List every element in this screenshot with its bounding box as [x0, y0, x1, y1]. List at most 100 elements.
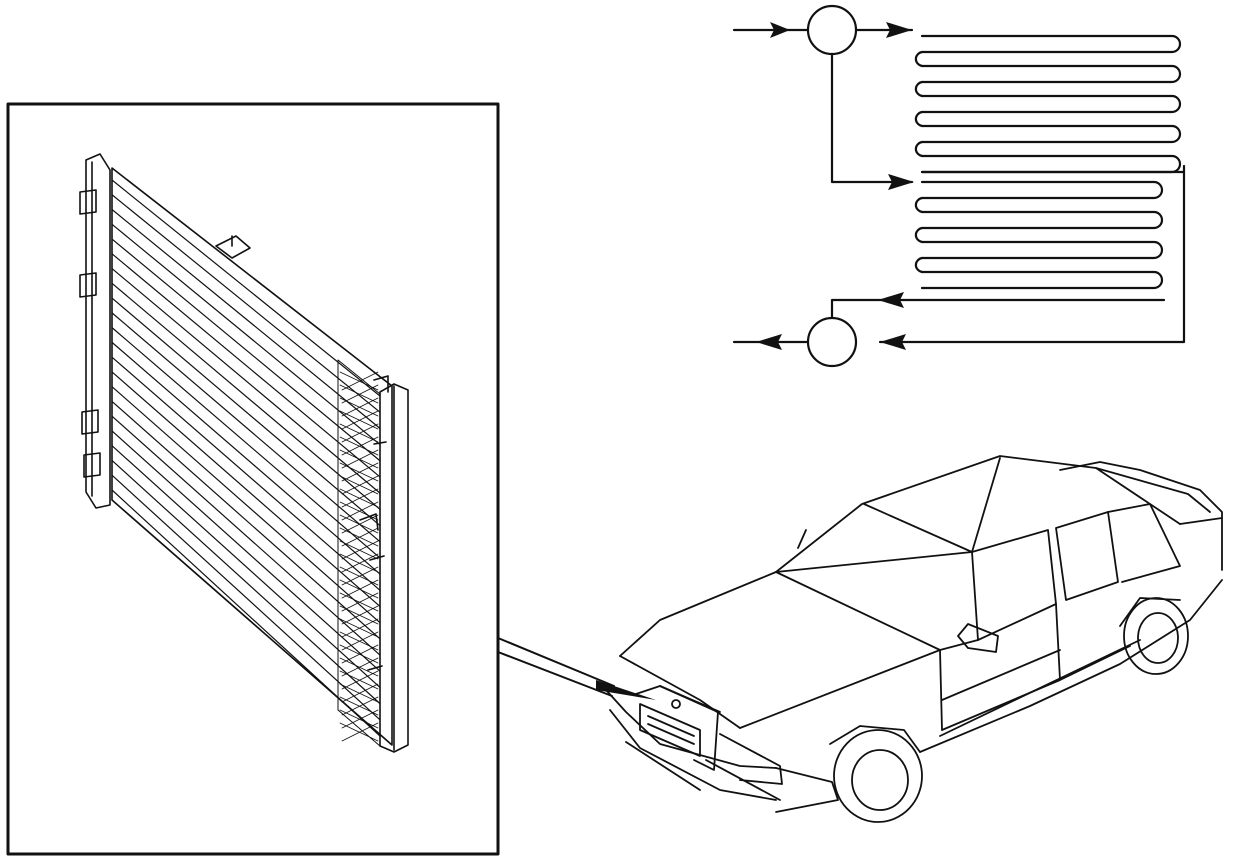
inset-frame	[6, 102, 500, 856]
condenser-fin	[341, 436, 379, 456]
condenser-tube	[111, 489, 381, 737]
condenser-tube	[111, 282, 381, 510]
condenser-fin	[339, 449, 379, 469]
condenser-tubes	[111, 179, 381, 737]
condenser-fin-mesh	[339, 371, 379, 742]
condenser-fin	[341, 566, 379, 586]
upper-pass-bank	[914, 34, 1186, 174]
condenser-tube	[111, 327, 381, 559]
condenser-tube	[111, 312, 381, 543]
flow-arrow-icon	[878, 292, 904, 308]
condenser-fin	[339, 657, 379, 677]
condenser-tube	[111, 267, 381, 494]
condenser-fin	[339, 592, 379, 612]
condenser-fin	[339, 540, 379, 560]
condenser-fin	[341, 696, 379, 716]
flow-pass	[920, 210, 1164, 230]
condenser-tube	[111, 430, 381, 672]
condenser-fin	[339, 709, 379, 729]
condenser-fin	[339, 644, 379, 664]
condenser-fin	[341, 644, 379, 664]
condenser-fin	[339, 553, 379, 573]
condenser-tube	[111, 238, 381, 462]
condenser-tube	[111, 474, 381, 721]
condenser-fin	[339, 566, 379, 586]
flow-pass-turn	[914, 110, 924, 128]
condenser-fin	[341, 657, 379, 677]
condenser-tube	[111, 371, 381, 608]
condenser-fin	[339, 631, 379, 651]
condenser-fin	[339, 384, 379, 404]
condenser-tube	[111, 400, 381, 640]
condenser-fin	[341, 527, 379, 547]
condenser-fin	[339, 436, 379, 456]
condenser-fin	[341, 397, 379, 417]
condenser-fin	[339, 696, 379, 716]
condenser-fin	[339, 579, 379, 599]
condenser-fin	[341, 462, 379, 482]
flow-arrow-icon	[756, 22, 914, 350]
flow-pass	[920, 124, 1182, 144]
condenser-fin	[341, 488, 379, 508]
callout-leader	[497, 637, 656, 700]
condenser-fin	[341, 670, 379, 690]
condenser-tube	[111, 415, 381, 656]
condenser-tube	[111, 179, 381, 397]
sedan-car-icon	[605, 455, 1223, 823]
condenser-fin	[341, 683, 379, 703]
flow-arrow-icon	[888, 174, 914, 190]
flow-pass	[920, 94, 1182, 114]
condenser-fin	[341, 618, 379, 638]
condenser-tube	[111, 223, 381, 446]
condenser-radiator-icon	[79, 153, 409, 753]
condenser-tube	[111, 208, 381, 429]
flow-pass	[920, 64, 1182, 84]
condenser-fin	[341, 384, 379, 404]
flow-pass	[920, 240, 1164, 260]
condenser-fin	[339, 371, 379, 391]
lower-pass-bank	[914, 180, 1164, 290]
flow-pass	[920, 180, 1164, 200]
condenser-fin	[339, 514, 379, 534]
refrigerant-flow-diagram	[732, 4, 1186, 368]
condenser-fin	[341, 579, 379, 599]
condenser-fin	[339, 683, 379, 703]
flow-pass	[920, 270, 1164, 290]
condenser-tube	[111, 459, 381, 705]
condenser-fin	[341, 410, 379, 430]
condenser-fin	[341, 449, 379, 469]
condenser-fin	[339, 670, 379, 690]
flow-pass-turn	[914, 256, 924, 274]
condenser-fin	[341, 605, 379, 625]
flow-arrow-icon	[770, 22, 790, 38]
flow-pass-turn	[914, 140, 924, 158]
flow-pass-turn	[914, 50, 924, 68]
return-line	[830, 298, 1166, 320]
condenser-tube	[111, 386, 381, 624]
condenser-fin	[339, 722, 379, 742]
condenser-fin	[339, 501, 379, 521]
flow-pass-turn	[914, 196, 924, 214]
condenser-fin	[341, 553, 379, 573]
condenser-fin	[339, 488, 379, 508]
condenser-fin	[339, 475, 379, 495]
condenser-fin	[339, 410, 379, 430]
condenser-fin	[341, 722, 379, 742]
condenser-fin	[341, 631, 379, 651]
condenser-tube	[111, 356, 381, 591]
flow-pass	[920, 34, 1182, 54]
flow-arrow-icon	[886, 22, 912, 38]
condenser-tube	[111, 445, 381, 689]
condenser-fin	[341, 501, 379, 521]
condenser-tube	[111, 341, 381, 575]
flow-arrow-icon	[756, 334, 782, 350]
condenser-fin	[341, 540, 379, 560]
outlet-junction	[806, 316, 858, 368]
condenser-fin	[341, 423, 379, 443]
condenser-fin	[341, 514, 379, 534]
condenser-fin	[339, 397, 379, 417]
condenser-fin	[339, 618, 379, 638]
branch-line	[830, 52, 914, 184]
condenser-tube	[111, 253, 381, 478]
